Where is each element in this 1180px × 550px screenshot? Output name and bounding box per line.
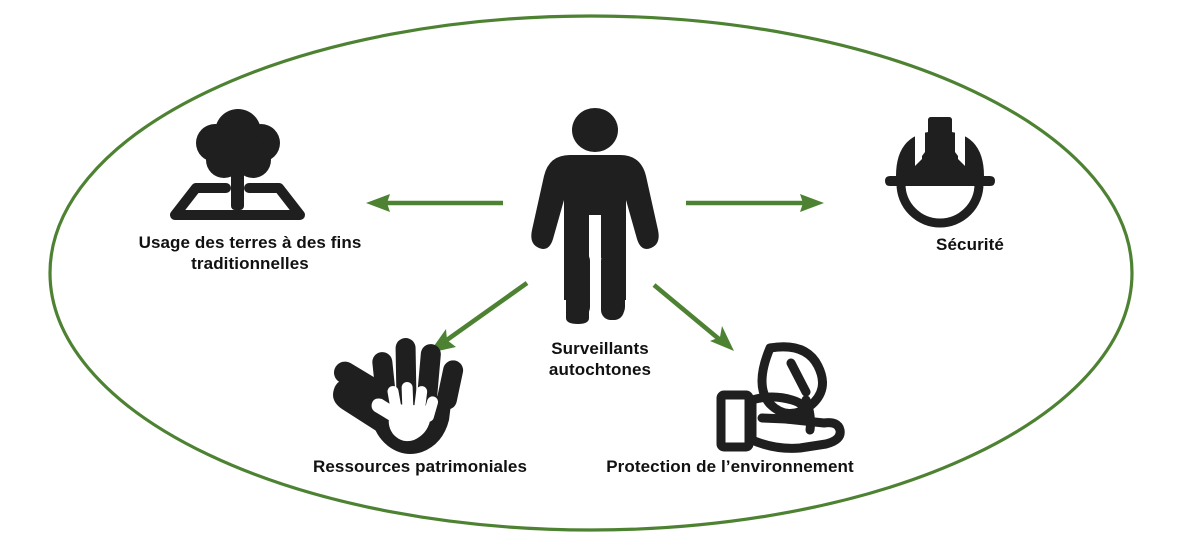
arrow-down-right-icon [652, 283, 734, 351]
label-security: Sécurité [936, 235, 1004, 254]
arrow-right-icon [686, 194, 824, 212]
label-heritage-resources: Ressources patrimoniales [312, 457, 528, 476]
arrow-left-icon [366, 194, 503, 212]
label-traditional-land-use: Usage des terres à des fins traditionnel… [138, 233, 362, 274]
label-environmental-protection: Protection de l’environnement [606, 457, 854, 476]
person-standing-icon [531, 108, 659, 324]
hard-hat-icon [885, 117, 995, 228]
hand-holding-leaf-icon [716, 342, 845, 453]
tree-on-land-plot-icon [170, 109, 305, 220]
label-center-indigenous-monitors: Surveillants autochtones [548, 339, 652, 380]
hands-heritage-icon [333, 338, 464, 454]
boundary-ellipse [48, 14, 1134, 532]
